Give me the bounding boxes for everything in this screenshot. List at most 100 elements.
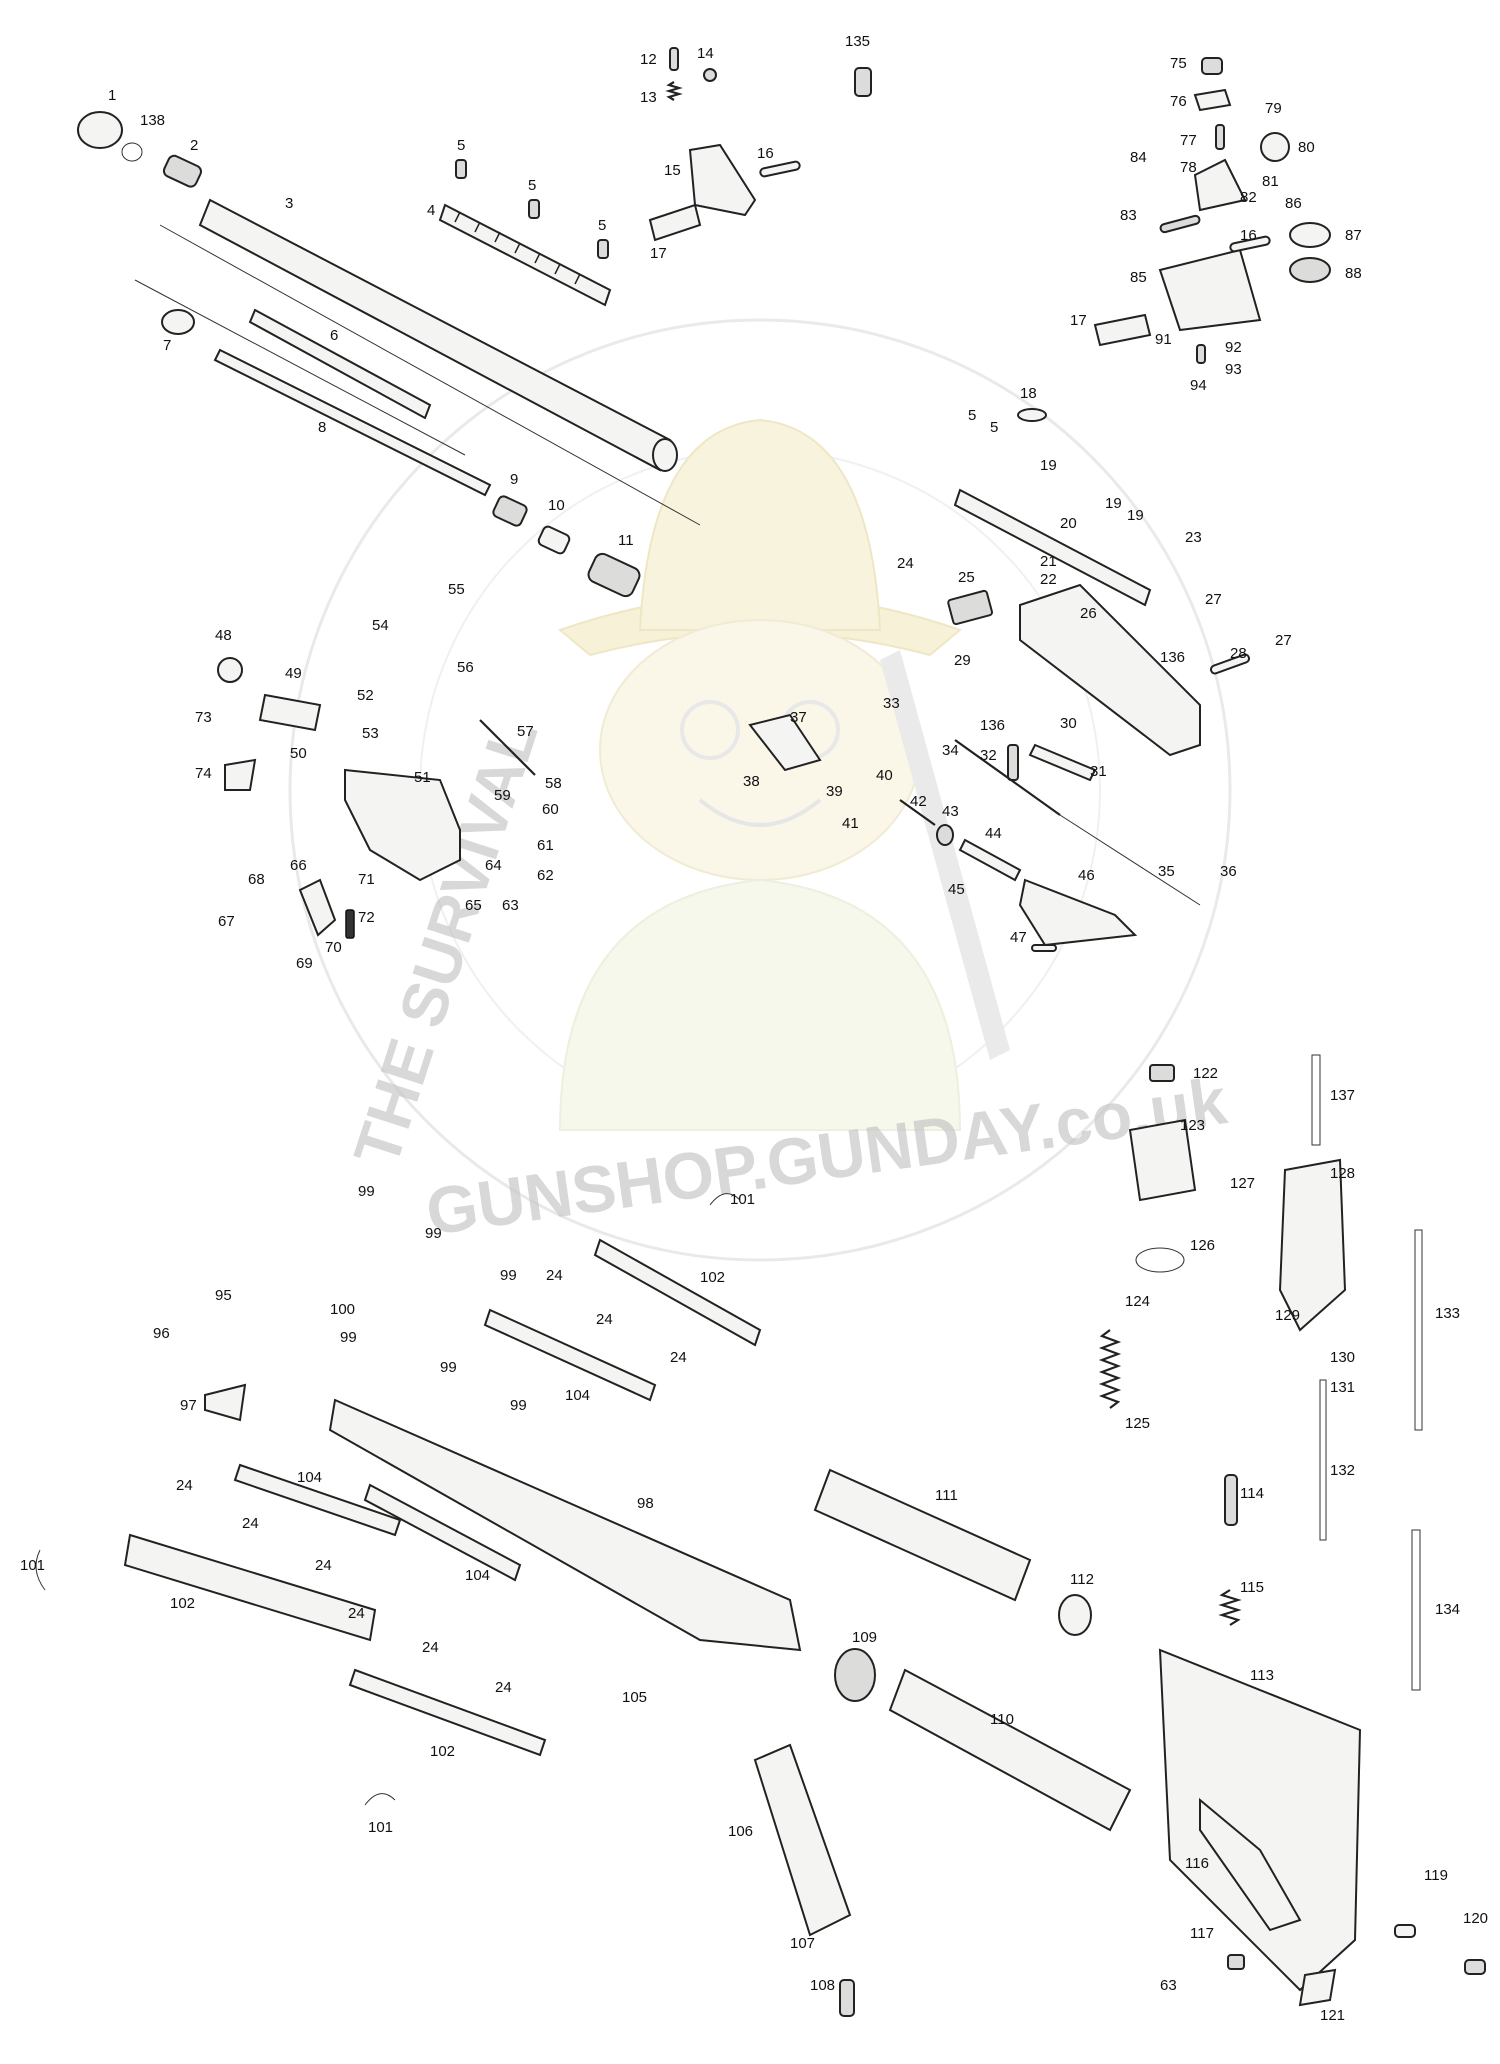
label-107: 107 xyxy=(790,1935,815,1952)
top-rail-assembly xyxy=(438,159,612,307)
part-57-spring xyxy=(479,719,536,776)
label-56: 56 xyxy=(457,659,474,676)
part-48-knob xyxy=(217,657,243,683)
part-5-screw-a xyxy=(455,159,467,179)
label-127: 127 xyxy=(1230,1175,1255,1192)
part-71-trigger xyxy=(298,878,337,937)
label-31: 31 xyxy=(1090,763,1107,780)
label-51: 51 xyxy=(414,769,431,786)
label-28: 28 xyxy=(1230,645,1247,662)
part-4-rail-teeth xyxy=(454,211,581,285)
label-119: 119 xyxy=(1424,1867,1448,1884)
label-137: 137 xyxy=(1330,1087,1355,1104)
label-43: 43 xyxy=(942,803,959,820)
mascot-smile xyxy=(698,798,822,827)
label-16b: 16 xyxy=(1240,227,1257,244)
label-113: 113 xyxy=(1250,1667,1274,1684)
label-24h: 24 xyxy=(348,1605,365,1622)
label-101a: 101 xyxy=(730,1191,755,1208)
label-99f: 99 xyxy=(510,1397,527,1414)
label-66: 66 xyxy=(290,857,307,874)
part-28-pin xyxy=(1209,653,1251,675)
part-16-pin xyxy=(759,160,801,178)
mascot-rifle xyxy=(880,650,1010,1060)
label-24e: 24 xyxy=(176,1477,193,1494)
part-47-pin xyxy=(1031,944,1057,952)
label-50: 50 xyxy=(290,745,307,762)
label-34: 34 xyxy=(942,742,959,759)
label-115: 115 xyxy=(1240,1579,1264,1596)
label-108: 108 xyxy=(810,1977,835,1994)
label-85: 85 xyxy=(1130,269,1147,286)
label-79: 79 xyxy=(1265,100,1282,117)
label-47: 47 xyxy=(1010,929,1027,946)
part-34-spring xyxy=(954,739,1061,816)
part-85-base xyxy=(1158,248,1262,332)
part-114-screw xyxy=(1224,1474,1238,1526)
part-117-nut xyxy=(1227,1954,1245,1970)
part-112-cap xyxy=(1058,1594,1092,1636)
label-35: 35 xyxy=(1158,863,1175,880)
part-110-tube xyxy=(888,1668,1132,1832)
label-24b: 24 xyxy=(546,1267,563,1284)
label-72: 72 xyxy=(358,909,375,926)
label-94: 94 xyxy=(1190,377,1207,394)
label-13: 13 xyxy=(640,89,657,106)
part-102-top-panel xyxy=(593,1238,762,1347)
part-44-tube xyxy=(958,838,1022,882)
part-132-rod xyxy=(1319,1379,1327,1541)
label-135: 135 xyxy=(845,33,870,50)
part-102-left-panel xyxy=(123,1533,377,1642)
part-120-screw xyxy=(1464,1959,1486,1975)
part-138-o-ring xyxy=(121,142,143,162)
label-45: 45 xyxy=(948,881,965,898)
label-69: 69 xyxy=(296,955,313,972)
label-36: 36 xyxy=(1220,863,1237,880)
label-3: 3 xyxy=(285,195,293,212)
part-20-rail xyxy=(953,488,1152,607)
mascot-eye-left xyxy=(680,700,740,760)
label-126: 126 xyxy=(1190,1237,1215,1254)
part-17b-plate xyxy=(1093,313,1152,347)
part-10-spacer xyxy=(537,525,571,555)
label-131: 131 xyxy=(1330,1379,1355,1396)
label-29: 29 xyxy=(954,652,971,669)
part-113-stock xyxy=(1158,1648,1362,1992)
label-59: 59 xyxy=(494,787,511,804)
label-84: 84 xyxy=(1130,149,1147,166)
label-30: 30 xyxy=(1060,715,1077,732)
part-101-clip-c xyxy=(364,1793,396,1806)
part-25-block xyxy=(947,589,994,626)
part-4-rail xyxy=(438,203,612,307)
part-72-spring xyxy=(345,909,355,939)
barrel-assembly xyxy=(77,111,701,598)
label-24f: 24 xyxy=(242,1515,259,1532)
label-120: 120 xyxy=(1463,1910,1488,1927)
label-63a: 63 xyxy=(502,897,519,914)
label-88: 88 xyxy=(1345,265,1362,282)
bolt-assembly xyxy=(748,713,1201,952)
label-2: 2 xyxy=(190,137,198,154)
label-102c: 102 xyxy=(430,1743,455,1760)
watermark-mascot xyxy=(558,418,1010,1131)
part-46-carrier xyxy=(1018,878,1138,947)
label-37: 37 xyxy=(790,709,807,726)
barrel-guide-lines xyxy=(159,224,701,526)
part-49-lever xyxy=(258,693,322,732)
label-101b: 101 xyxy=(20,1557,45,1574)
part-14-post xyxy=(703,68,717,82)
label-52: 52 xyxy=(357,687,374,704)
label-26: 26 xyxy=(1080,605,1097,622)
label-133: 133 xyxy=(1435,1305,1460,1322)
part-78-aperture xyxy=(1193,158,1247,212)
label-136b: 136 xyxy=(980,717,1005,734)
label-87: 87 xyxy=(1345,227,1362,244)
label-24d: 24 xyxy=(670,1349,687,1366)
trigger-group-assembly xyxy=(217,657,536,939)
part-134-rod xyxy=(1411,1529,1421,1691)
part-18-disc xyxy=(1017,408,1047,422)
part-98-receiver-body xyxy=(328,1398,802,1652)
label-80: 80 xyxy=(1298,139,1315,156)
handguard-assembly xyxy=(35,1193,802,1806)
